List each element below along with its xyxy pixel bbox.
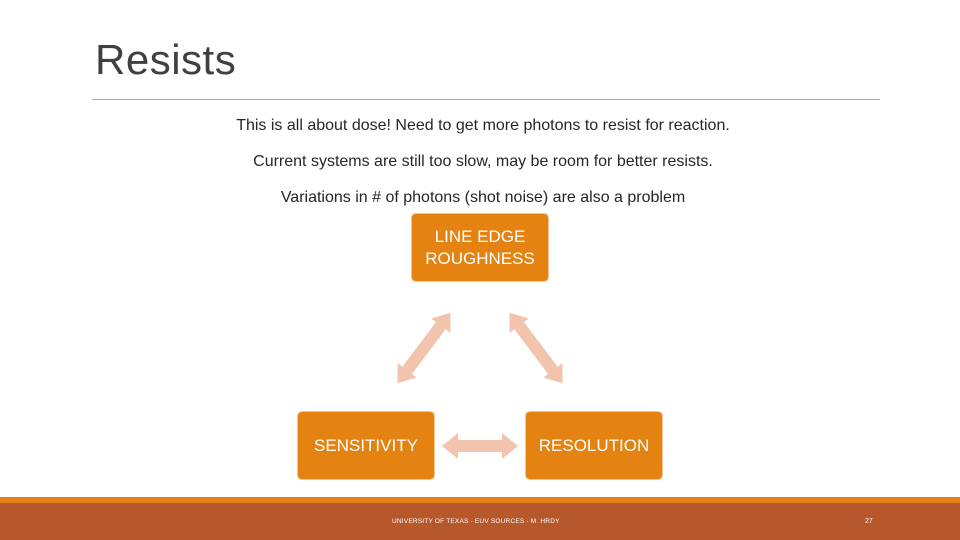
slide-title: Resists [95,36,237,83]
node-sensitivity: SENSITIVITY [297,411,435,480]
double-arrow-icon [509,312,563,384]
footer-text: UNIVERSITY OF TEXAS - EUV SOURCES - M. H… [392,518,560,525]
bullet-line: Variations in # of photons (shot noise) … [280,189,686,206]
node-label-line-1: LINE EDGE [434,226,526,246]
footer-band [0,497,960,540]
node-label: RESOLUTION [538,435,650,455]
bullet-list: This is all about dose! Need to get more… [90,112,876,220]
footer-accent-strip [0,497,960,503]
node-label: SENSITIVITY [314,435,418,455]
page-number: 27 [865,518,873,525]
bullet-line: This is all about dose! Need to get more… [236,117,730,134]
title-divider [92,99,880,100]
node-resolution: RESOLUTION [525,411,663,480]
double-arrow-icon [442,433,518,459]
node-line-edge-roughness: LINE EDGE ROUGHNESS [411,213,549,282]
node-label-line-2: ROUGHNESS [425,248,535,268]
bullet-line: Current systems are still too slow, may … [253,153,713,170]
double-arrow-icon [397,312,451,384]
